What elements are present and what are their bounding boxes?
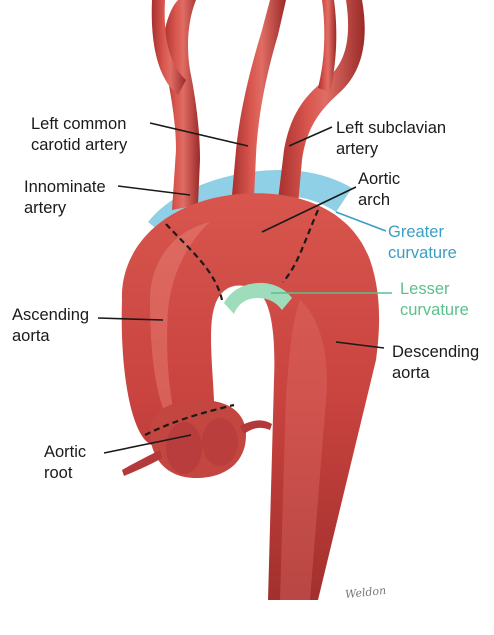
label-left-subclavian: Left subclavian artery [336,118,446,160]
label-line-2: aorta [392,363,479,384]
label-line-2: artery [24,198,106,219]
label-innominate: Innominate artery [24,177,106,219]
label-line-2: curvature [388,243,457,264]
label-left-common-carotid: Left common carotid artery [31,114,127,156]
label-line-2: root [44,463,86,484]
right-coronary-vessel [122,450,162,476]
label-line-2: arch [358,190,400,211]
label-line-2: curvature [400,300,469,321]
label-greater-curvature: Greater curvature [388,222,457,264]
label-aortic-arch: Aortic arch [358,169,400,211]
left-common-carotid-vessel [232,0,286,198]
innominate-artery-vessel [163,0,200,210]
label-line-1: Left subclavian [336,118,446,139]
left-subclavian-vessel [278,0,365,205]
label-line-2: carotid artery [31,135,127,156]
label-line-1: Left common [31,114,127,135]
label-descending-aorta: Descending aorta [392,342,479,384]
label-aortic-root: Aortic root [44,442,86,484]
label-lesser-curvature: Lesser curvature [400,279,469,321]
label-line-1: Innominate [24,177,106,198]
label-line-2: aorta [12,326,89,347]
label-line-1: Aortic [358,169,400,190]
aortic-root-sinus-right [202,418,238,466]
label-line-1: Descending [392,342,479,363]
label-line-2: artery [336,139,446,160]
aortic-root-sinus-left [166,422,202,474]
label-line-1: Lesser [400,279,469,300]
label-line-1: Greater [388,222,457,243]
left-coronary-vessel [240,420,272,434]
label-line-1: Ascending [12,305,89,326]
label-ascending-aorta: Ascending aorta [12,305,89,347]
label-line-1: Aortic [44,442,86,463]
